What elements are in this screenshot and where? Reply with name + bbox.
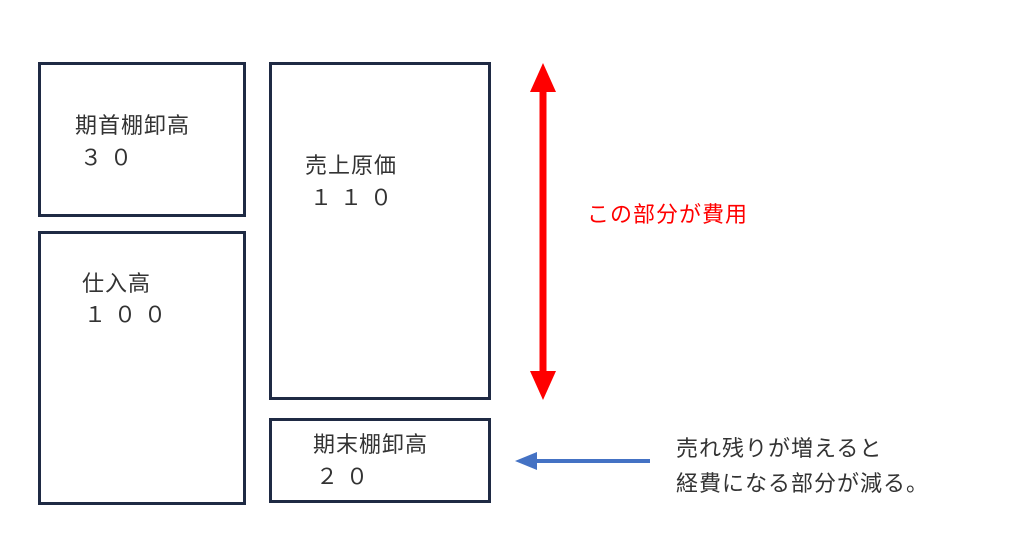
expense-note: この部分が費用 xyxy=(587,203,749,228)
opening-inventory-box xyxy=(38,62,246,217)
closing-inventory-label: 期末棚卸高 xyxy=(313,433,429,458)
opening-inventory-label: 期首棚卸高 xyxy=(75,114,191,139)
purchases-value: １００ xyxy=(84,303,175,328)
blue-left-arrow-icon xyxy=(515,452,650,470)
unsold-note-line2: 経費になる部分が減る。 xyxy=(676,472,930,497)
unsold-note-line1: 売れ残りが増えると xyxy=(676,437,883,462)
closing-inventory-box xyxy=(269,418,491,503)
purchases-label: 仕入高 xyxy=(82,272,152,297)
purchases-box xyxy=(38,231,246,505)
opening-inventory-value: ３０ xyxy=(80,146,141,171)
cost-of-sales-box xyxy=(269,62,491,400)
cost-of-sales-label: 売上原価 xyxy=(305,154,398,179)
red-double-arrow-icon xyxy=(530,63,556,400)
cost-of-sales-value: １１０ xyxy=(310,186,401,211)
closing-inventory-value: ２０ xyxy=(316,465,377,490)
